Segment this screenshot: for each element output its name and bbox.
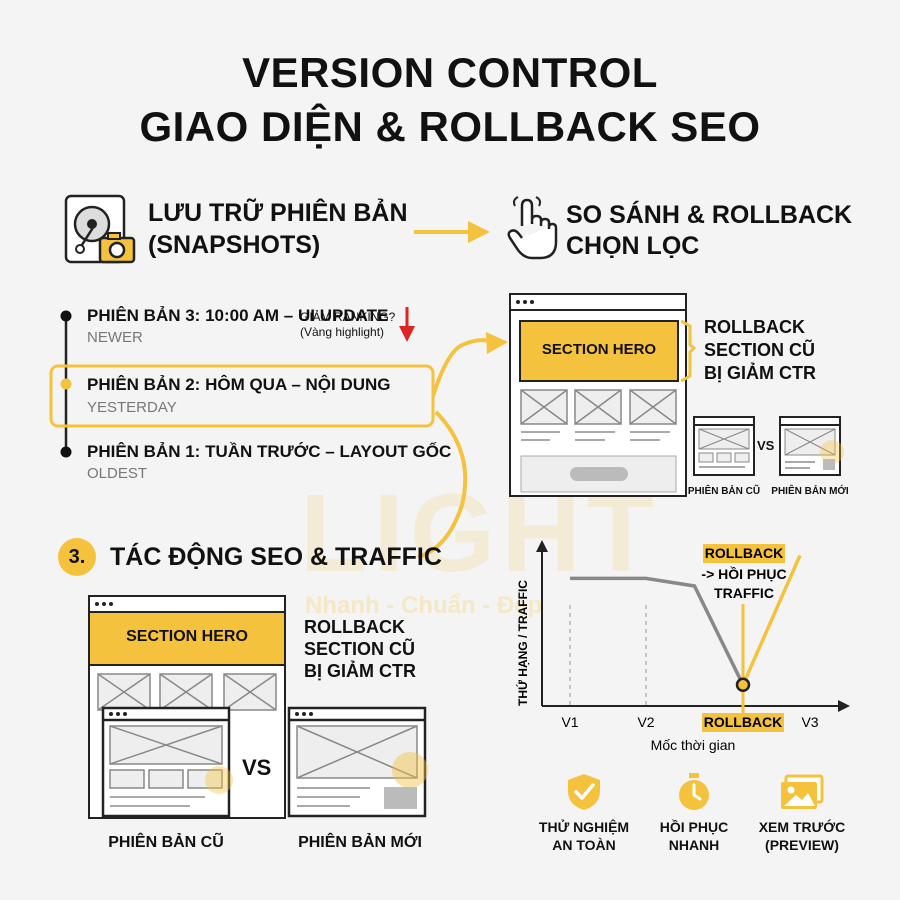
feature-3-line2: (PREVIEW) [765, 837, 839, 853]
page-subtitle: GIAO DIỆN & ROLLBACK SEO [139, 103, 761, 150]
annotation-badge-text: ROLLBACK [705, 545, 784, 561]
arrow-down-icon [399, 307, 415, 342]
x-tick-rollback-badge [702, 713, 784, 732]
top-note-line2: SECTION CŨ [704, 340, 816, 360]
annotation-line2: -> HỒI PHỤC [701, 565, 786, 582]
x-axis-label: Mốc thời gian [651, 737, 736, 753]
bottom-old-label: PHIÊN BẢN CŨ [108, 834, 224, 851]
timeline-dot [60, 446, 72, 458]
section3-number: 3. [58, 538, 96, 576]
hero-block [88, 611, 286, 666]
bottom-hero-label: SECTION HERO [126, 628, 248, 645]
timeline-dot [60, 378, 72, 390]
feature-3-line1: XEM TRƯỚC [758, 819, 846, 835]
x-tick-v2: V2 [637, 714, 654, 730]
feature-1-line1: THỬ NGHIỆM [538, 819, 630, 835]
bottom-new-label: PHIÊN BẢN MỚI [298, 834, 422, 851]
section2-subtitle: CHỌN LỌC [566, 232, 700, 260]
section1-subtitle: (SNAPSHOTS) [148, 231, 321, 259]
top-note-line3: BỊ GIẢM CTR [704, 363, 816, 383]
image-preview-icon [781, 774, 824, 809]
bottom-note-line1: ROLLBACK [304, 617, 405, 637]
bottom-note-line3: BỊ GIẢM CTR [304, 661, 416, 681]
shield-check-icon [568, 774, 600, 810]
hero-block [519, 320, 679, 382]
ranking-note: GIẢM RANKING? [300, 310, 396, 324]
timeline-dot [60, 310, 72, 322]
bottom-note-line2: SECTION CŨ [304, 639, 416, 659]
feature-2-line2: NHANH [668, 837, 720, 853]
annotation-badge [703, 544, 785, 563]
stopwatch-icon [679, 773, 709, 810]
version-3-title[interactable]: PHIÊN BẢN 3: 10:00 AM – UI UPDATE [87, 306, 389, 325]
x-tick-rollback: ROLLBACK [704, 714, 783, 730]
y-axis-label: THỨ HẠNG / TRAFFIC [515, 580, 530, 706]
hand-pointer-icon [507, 196, 558, 260]
version-2-title[interactable]: PHIÊN BẢN 2: HÔM QUA – NỘI DUNG [87, 375, 391, 394]
annotation-line3: TRAFFIC [714, 585, 774, 601]
bracket [680, 319, 697, 383]
version-2-sub: YESTERDAY [87, 399, 177, 416]
arrow-right-icon [414, 221, 490, 243]
series-line-2 [741, 554, 802, 686]
watermark-tagline: Nhanh - Chuẩn - Đẹp [305, 592, 543, 619]
bottom-vs-label: VS [242, 755, 272, 780]
top-old-label: PHIÊN BẢN CŨ [687, 486, 761, 497]
hard-drive-camera-icon [64, 194, 136, 264]
series-line-1 [570, 576, 745, 686]
feature-1-line2: AN TOÀN [552, 837, 616, 853]
feature-2-line1: HỒI PHỤC [659, 819, 729, 835]
version-1-sub: OLDEST [87, 465, 148, 482]
top-hero-label: SECTION HERO [541, 341, 657, 358]
section3-title: TÁC ĐỘNG SEO & TRAFFIC [110, 543, 442, 571]
page-title: VERSION CONTROL [242, 49, 658, 96]
curved-arrow-lower [417, 410, 468, 559]
x-tick-v1: V1 [561, 714, 578, 730]
version-3-sub: NEWER [87, 329, 143, 346]
x-tick-v3: V3 [801, 714, 818, 730]
curved-arrow-upper [431, 338, 493, 397]
ranking-note-sub: (Vàng highlight) [300, 325, 385, 339]
top-vs-label: VS [757, 438, 775, 453]
top-note-line1: ROLLBACK [704, 317, 805, 337]
version-1-title[interactable]: PHIÊN BẢN 1: TUẦN TRƯỚC – LAYOUT GỐC [87, 442, 452, 461]
top-new-label: PHIÊN BẢN MỚI [771, 486, 849, 497]
section2-title: SO SÁNH & ROLLBACK [566, 201, 853, 229]
section1-title: LƯU TRỮ PHIÊN BẢN [148, 199, 408, 227]
rollback-point [735, 677, 751, 693]
